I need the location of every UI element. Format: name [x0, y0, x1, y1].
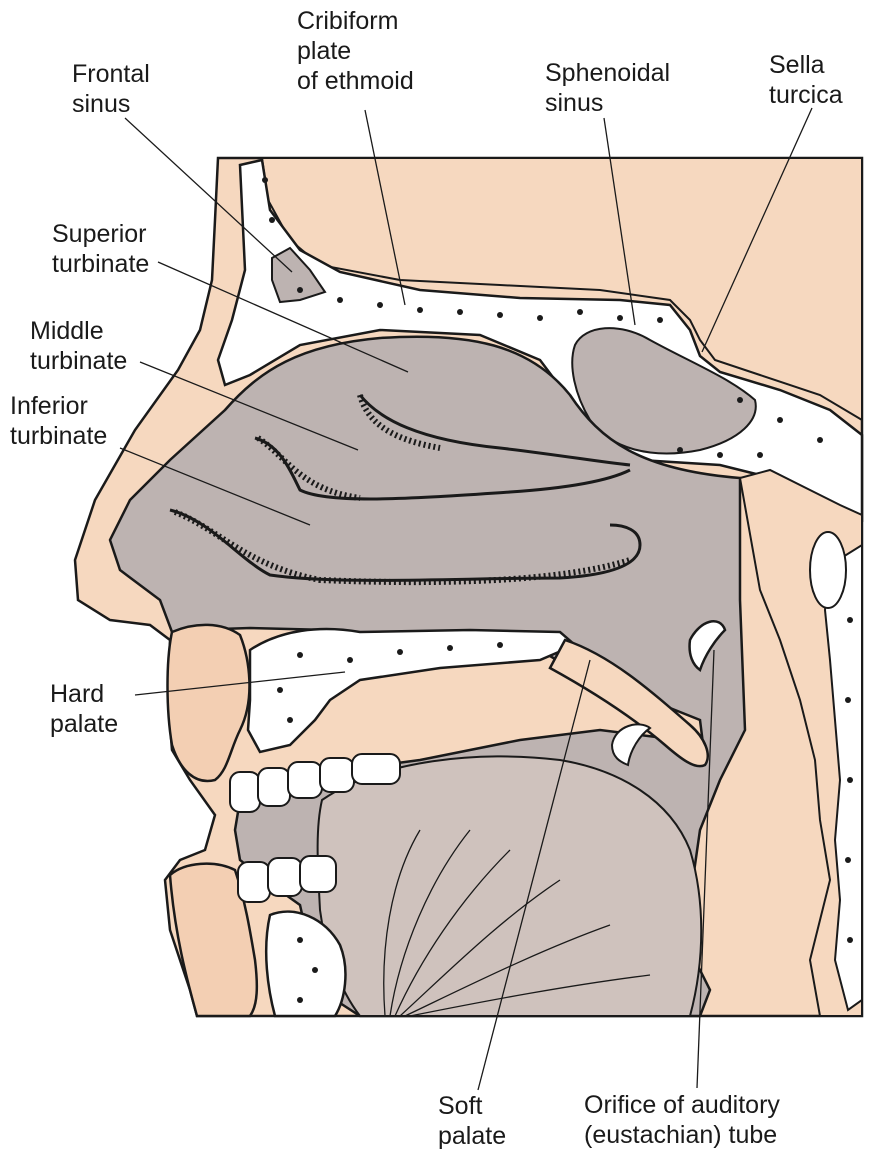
label-orifice-line1: Orifice of auditory	[584, 1091, 780, 1119]
label-cribriform-plate: Cribiform plate of ethmoid	[297, 6, 414, 96]
label-sphenoidal-line1: Sphenoidal	[545, 59, 671, 87]
lower-lip	[168, 862, 259, 1018]
label-sella-line1: Sella	[769, 51, 825, 79]
upper-lip	[166, 623, 251, 783]
inferior-turbinate-hatch	[173, 509, 631, 586]
tongue	[316, 755, 703, 1017]
label-sella-turcica: Sella turcica	[769, 50, 843, 110]
inferior-turbinate-shape	[169, 508, 642, 582]
tongue-fibers	[383, 829, 651, 1017]
label-cribriform-line3: of ethmoid	[297, 67, 414, 95]
label-middle-line2: turbinate	[30, 347, 128, 375]
soft-palate-tissue	[548, 638, 709, 768]
frontal-sinus-cavity	[271, 246, 327, 304]
label-frontal-line1: Frontal	[72, 60, 150, 88]
label-frontal-sinus: Frontal sinus	[72, 59, 150, 119]
label-inferior-line2: turbinate	[10, 422, 108, 450]
superior-turbinate-shape	[358, 394, 631, 467]
label-inferior-turbinate: Inferior turbinate	[10, 391, 107, 451]
hard-palate-bone	[246, 627, 578, 754]
label-superior-turbinate: Superior turbinate	[52, 219, 149, 279]
label-cribriform-line1: Cribiform	[297, 7, 399, 35]
middle-turbinate-shape	[254, 436, 631, 501]
label-orifice-line2: (eustachian) tube	[584, 1121, 778, 1149]
leader-middle	[139, 361, 359, 451]
label-sella-line2: turcica	[769, 81, 843, 109]
label-superior-line1: Superior	[52, 220, 147, 248]
label-hard-palate: Hard palate	[50, 679, 118, 739]
lower-teeth	[237, 855, 337, 903]
leader-hard-palate	[134, 671, 346, 696]
label-middle-line1: Middle	[30, 317, 104, 345]
label-superior-line2: turbinate	[52, 250, 150, 278]
atlas-bone	[809, 531, 847, 609]
label-soft-palate-line1: Soft	[438, 1092, 483, 1120]
leader-cribriform	[364, 109, 406, 306]
label-sphenoidal-line2: sinus	[545, 89, 604, 117]
middle-turbinate-hatch	[256, 435, 361, 501]
leader-superior	[157, 261, 409, 373]
turbinates	[169, 394, 642, 586]
label-sphenoidal-sinus: Sphenoidal sinus	[545, 58, 670, 118]
label-hard-palate-line2: palate	[50, 710, 119, 738]
upper-teeth	[229, 753, 401, 813]
label-middle-turbinate: Middle turbinate	[30, 316, 127, 376]
eustachian-orifice	[688, 620, 727, 673]
leader-frontal	[124, 117, 293, 273]
leader-sphenoidal	[603, 117, 636, 326]
label-inferior-line1: Inferior	[10, 392, 88, 420]
label-frontal-line2: sinus	[72, 90, 131, 118]
leader-sella	[701, 107, 813, 353]
bone-speckles	[262, 177, 853, 1003]
mandible-bone	[264, 910, 347, 1018]
tonsil-fold	[610, 723, 652, 767]
leader-lines	[119, 107, 813, 1091]
label-cribriform-line2: plate	[297, 37, 352, 65]
leader-soft-palate	[477, 659, 591, 1091]
label-hard-palate-line1: Hard	[50, 680, 105, 708]
label-soft-palate: Soft palate	[438, 1091, 506, 1151]
leader-orifice	[696, 649, 715, 1089]
label-soft-palate-line2: palate	[438, 1122, 507, 1150]
leader-inferior	[119, 447, 311, 526]
label-auditory-tube-orifice: Orifice of auditory (eustachian) tube	[584, 1090, 780, 1150]
